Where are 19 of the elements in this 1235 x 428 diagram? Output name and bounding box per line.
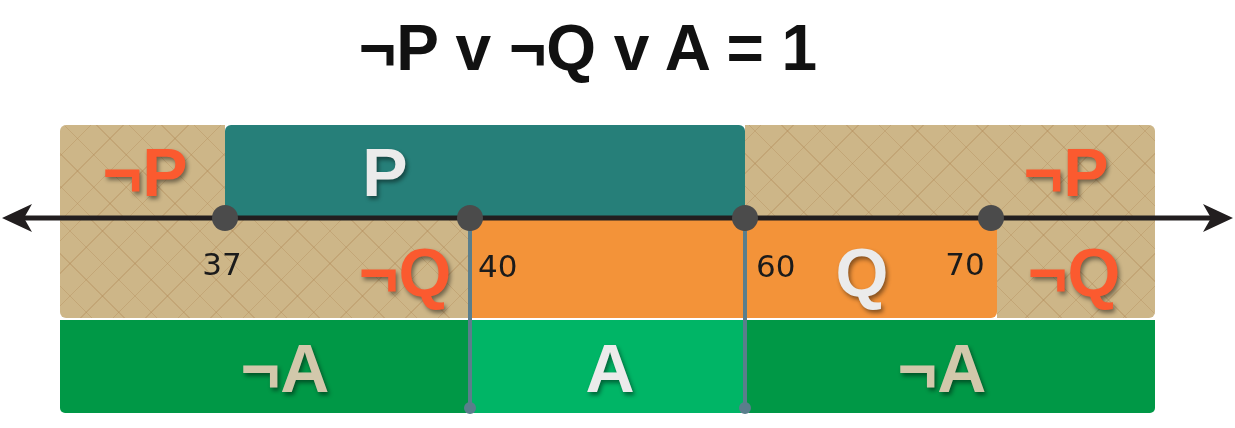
region-label: P — [362, 138, 408, 206]
axis-value-label: 60 — [756, 250, 796, 282]
interval-band — [225, 125, 745, 218]
region-label: ¬P — [102, 138, 188, 206]
interval-band — [997, 218, 1155, 318]
interval-band — [60, 125, 225, 218]
interval-band — [60, 320, 470, 413]
interval-band — [745, 125, 1155, 218]
region-label: ¬P — [1023, 138, 1109, 206]
axis-value-label: 70 — [945, 248, 985, 280]
axis-value-label: 40 — [478, 250, 518, 282]
interval-band — [60, 218, 470, 318]
axis-value-label: 37 — [202, 248, 242, 280]
region-label: A — [585, 334, 635, 402]
interval-band — [470, 218, 997, 318]
region-label: ¬A — [240, 334, 330, 402]
region-label: ¬A — [897, 334, 987, 402]
interval-band — [745, 320, 1155, 413]
interval-band — [470, 320, 745, 413]
